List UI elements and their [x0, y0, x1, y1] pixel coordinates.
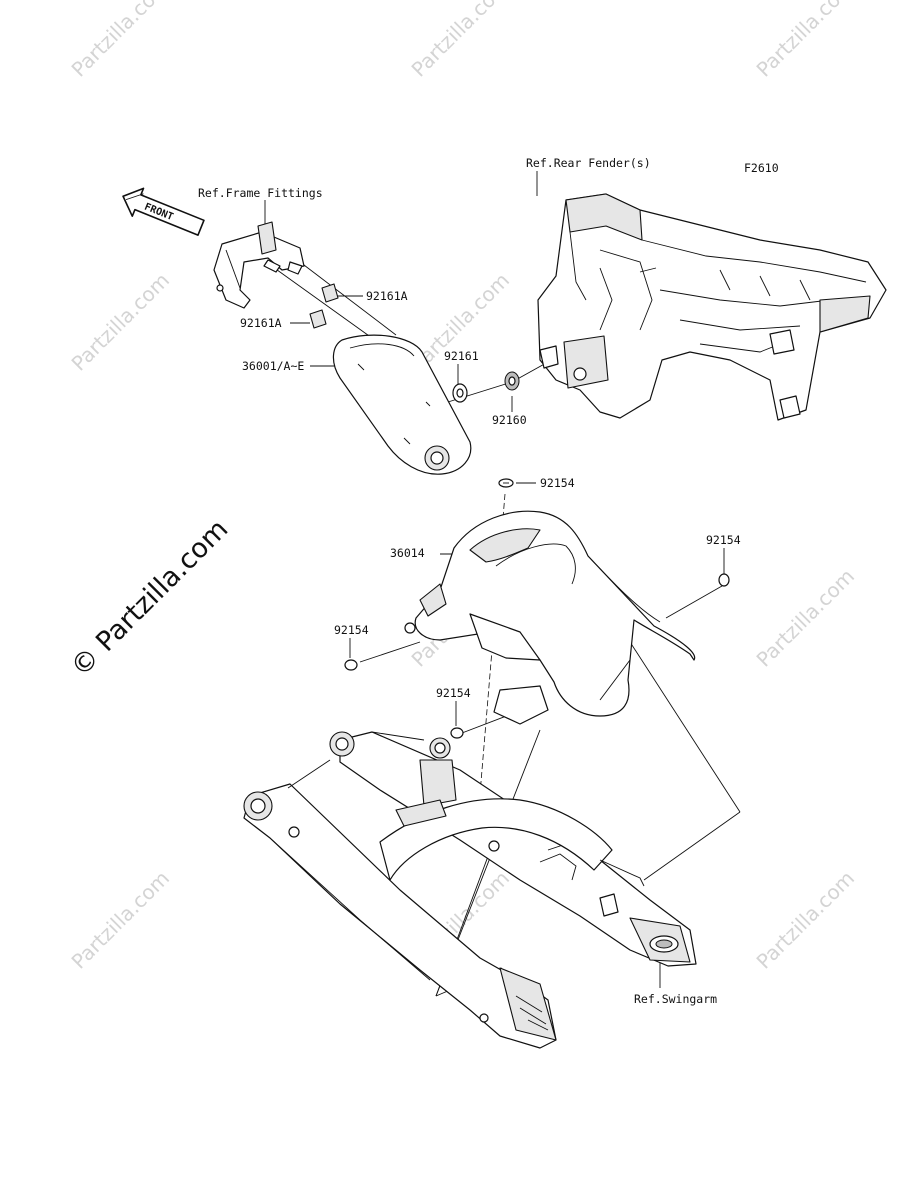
screw-92154 — [498, 478, 514, 488]
watermark: Partzilla.com — [407, 0, 514, 82]
watermark: Partzilla.com — [752, 866, 859, 973]
watermark: Partzilla.com — [67, 268, 174, 375]
front-arrow: FRONT — [122, 187, 205, 236]
part-label-36001: 36001/A~E — [242, 359, 304, 373]
swingarm-assembly — [243, 731, 697, 1049]
ref-frame-fittings: Ref.Frame Fittings — [198, 186, 323, 200]
screw-92154 — [450, 727, 464, 739]
watermark: Partzilla.com — [67, 0, 174, 82]
side-cover-36001 — [332, 334, 472, 475]
ref-rear-fender: Ref.Rear Fender(s) — [526, 156, 651, 170]
part-label-92154: 92154 — [540, 476, 575, 490]
part-label-92161A: 92161A — [240, 316, 282, 330]
watermark: Partzilla.com — [752, 564, 859, 671]
grommet-92160 — [504, 371, 520, 391]
clip-92161A — [321, 283, 339, 303]
clip-92161A — [309, 309, 327, 329]
part-label-36014: 36014 — [390, 546, 425, 560]
watermark: Partzilla.com — [67, 866, 174, 973]
part-label-92161: 92161 — [444, 349, 479, 363]
screw-92154 — [718, 573, 730, 587]
screw-92154 — [344, 659, 358, 671]
watermark-main: © Partzilla.com — [65, 514, 234, 683]
part-label-92160: 92160 — [492, 413, 527, 427]
swingarm-cover-36014 — [404, 510, 696, 725]
part-label-92154: 92154 — [436, 686, 471, 700]
collar-92161 — [452, 383, 468, 403]
part-label-92154: 92154 — [706, 533, 741, 547]
part-label-92161A: 92161A — [366, 289, 408, 303]
diagram-code: F2610 — [744, 161, 779, 175]
rear-fender-assembly — [537, 193, 887, 421]
ref-swingarm: Ref.Swingarm — [634, 992, 717, 1006]
leader-lines — [264, 171, 741, 997]
frame-fitting-bracket — [213, 221, 305, 309]
part-label-92154: 92154 — [334, 623, 369, 637]
watermark: Partzilla.com — [752, 0, 859, 82]
